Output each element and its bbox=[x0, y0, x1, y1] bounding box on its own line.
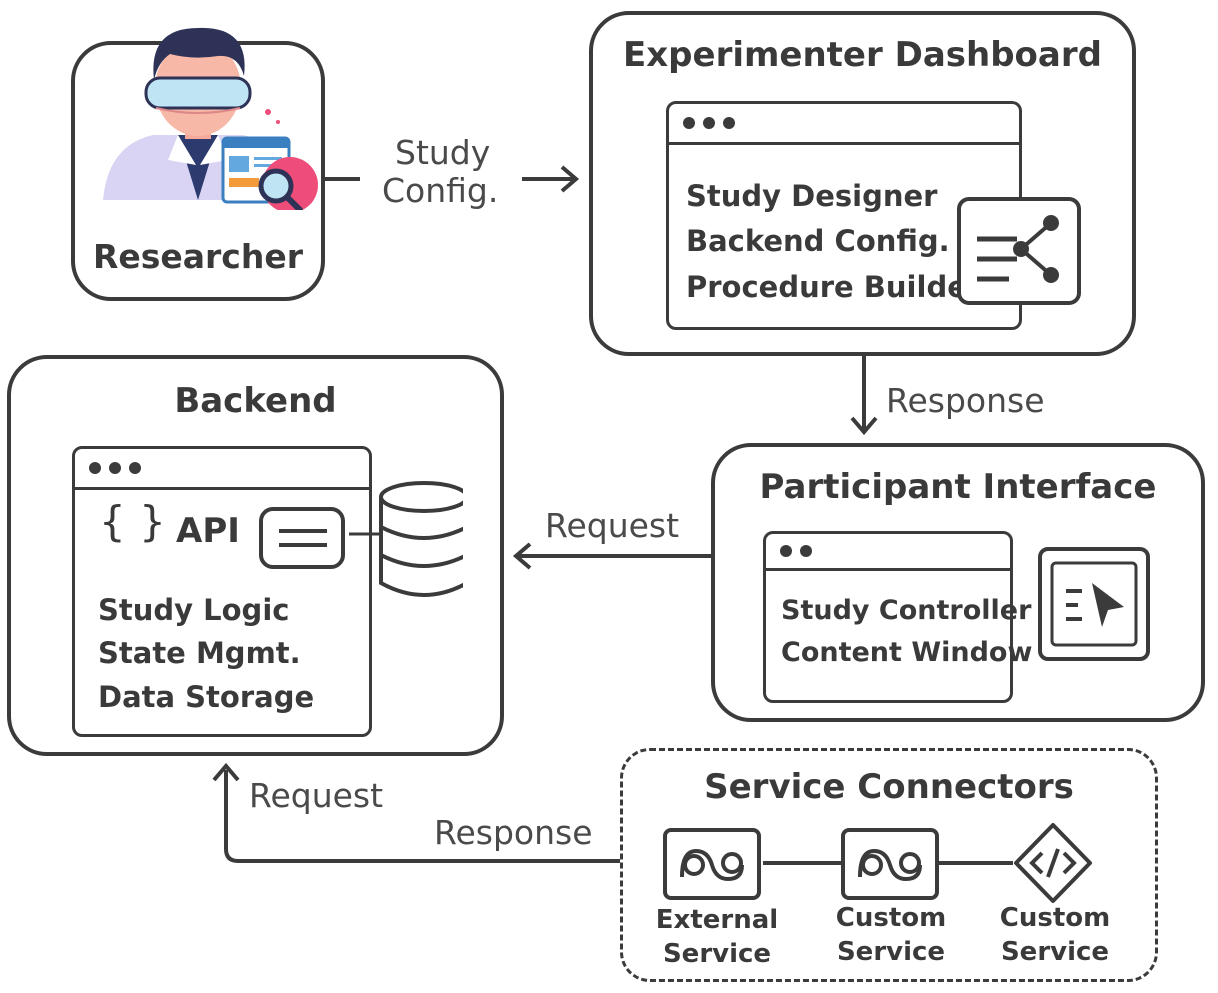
edge-label-study: Study bbox=[395, 133, 491, 172]
backend-item-study-logic: Study Logic bbox=[98, 593, 290, 627]
edge-label-response-bottom: Response bbox=[434, 813, 593, 852]
backend-item-data-storage: Data Storage bbox=[98, 680, 315, 714]
backend-node: Backend { } API Study Logic State Mgmt. … bbox=[7, 355, 504, 756]
edge-label-request-mid: Request bbox=[545, 506, 680, 545]
edge-label-request-bottom: Request bbox=[249, 776, 384, 815]
service-external-label: External Service bbox=[655, 905, 779, 969]
dashboard-item-procedure-builder: Procedure Builder bbox=[686, 270, 982, 304]
dashboard-item-backend-config: Backend Config. bbox=[686, 224, 950, 258]
participant-interface-node: Participant Interface Study Controller C… bbox=[711, 443, 1205, 722]
builder-share-icon bbox=[957, 197, 1081, 305]
researcher-label: Researcher bbox=[92, 237, 304, 276]
researcher-icon bbox=[103, 27, 318, 210]
connector-icon bbox=[841, 828, 939, 900]
edge-label-response-top: Response bbox=[886, 381, 1045, 420]
participant-item-study-controller: Study Controller bbox=[781, 595, 1032, 626]
window-controls-icon bbox=[683, 117, 735, 129]
dashboard-title: Experimenter Dashboard bbox=[623, 35, 1102, 75]
api-label: API bbox=[176, 511, 240, 551]
participant-title: Participant Interface bbox=[759, 467, 1157, 507]
braces-icon: { } bbox=[99, 497, 166, 546]
connector-icon bbox=[663, 828, 761, 900]
service-custom-1-label: Custom Service bbox=[835, 903, 947, 967]
api-endpoint-icon bbox=[259, 507, 345, 569]
content-cursor-icon bbox=[1038, 547, 1150, 661]
database-icon bbox=[349, 481, 463, 597]
backend-item-state-mgmt: State Mgmt. bbox=[98, 636, 301, 670]
connector-links bbox=[763, 861, 1013, 865]
dashboard-item-study-designer: Study Designer bbox=[686, 179, 938, 213]
backend-title: Backend bbox=[174, 381, 337, 421]
service-custom-2-label: Custom Service bbox=[999, 903, 1111, 967]
edge-label-config: Config. bbox=[382, 171, 499, 210]
service-connectors-node: Service Connectors External Service Cust… bbox=[620, 748, 1158, 982]
backend-window bbox=[72, 446, 372, 737]
researcher-node: Researcher bbox=[71, 27, 325, 301]
connectors-title: Service Connectors bbox=[704, 767, 1074, 807]
experimenter-dashboard-node: Experimenter Dashboard Study Designer Ba… bbox=[589, 11, 1136, 356]
participant-item-content-window: Content Window bbox=[781, 637, 1033, 668]
code-icon bbox=[1014, 823, 1092, 903]
participant-window bbox=[763, 531, 1013, 703]
